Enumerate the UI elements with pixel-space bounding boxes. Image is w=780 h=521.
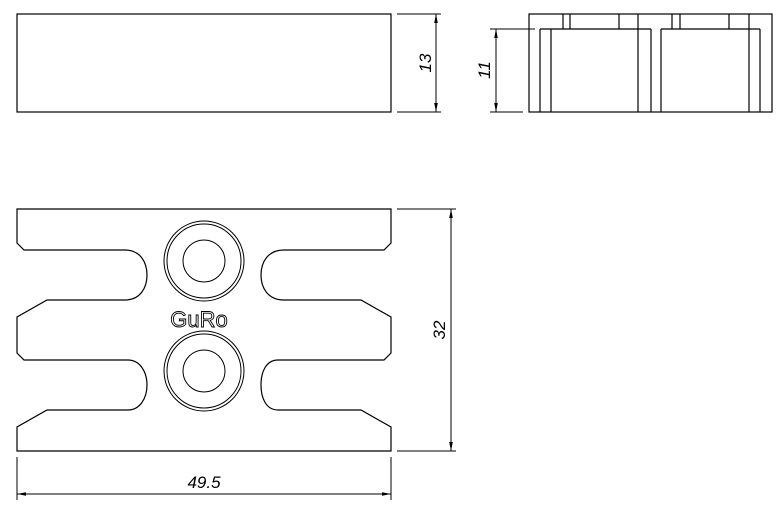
dimension-label-49-5: 49.5 — [187, 473, 221, 492]
plan-view: GuRo 32 49.5 — [16, 208, 456, 500]
top-mounting-hole — [163, 220, 245, 302]
dimension-label-13: 13 — [416, 53, 435, 72]
side-view: 11 — [475, 13, 773, 113]
bottom-mounting-hole — [163, 330, 245, 412]
guro-logo-text: GuRo — [170, 307, 227, 332]
front-view: 13 — [16, 13, 441, 113]
plan-view-outline — [16, 208, 392, 452]
dimension-label-11: 11 — [475, 61, 494, 79]
dimension-label-32: 32 — [430, 320, 449, 339]
front-view-outline — [16, 13, 392, 113]
